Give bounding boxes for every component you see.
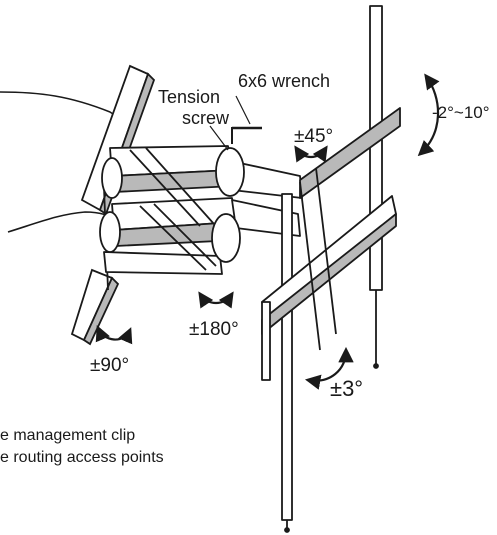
level-arrow-icon xyxy=(304,346,354,390)
tension-screw-label-line1: Tension xyxy=(158,87,221,107)
tilt-range-label: -2°~10° xyxy=(432,103,490,122)
rotate180-arrow-icon xyxy=(198,291,234,309)
tension-leader xyxy=(209,125,229,151)
wrench-label: 6x6 wrench xyxy=(238,71,331,91)
wrench-leader xyxy=(235,95,251,125)
rotate-180-label: ±180° xyxy=(189,319,239,340)
rotate-90-label: ±90° xyxy=(90,355,130,376)
articulating-arms xyxy=(99,145,303,275)
swivel-45-label: ±45° xyxy=(294,126,334,147)
tension-screw-label-line2: screw xyxy=(182,108,230,128)
legend-access-points: e routing access points xyxy=(0,449,164,466)
level-adjust-label: ±3° xyxy=(330,376,364,401)
swivel-arrow-icon xyxy=(294,145,328,163)
rotation-arrows xyxy=(95,73,440,390)
tv-bracket xyxy=(261,5,401,533)
tilt-arrow-icon xyxy=(417,73,440,157)
legend-cable-clip: e management clip xyxy=(0,427,136,444)
rotate90-arrow-icon xyxy=(95,325,133,345)
wrench-icon xyxy=(231,126,262,144)
